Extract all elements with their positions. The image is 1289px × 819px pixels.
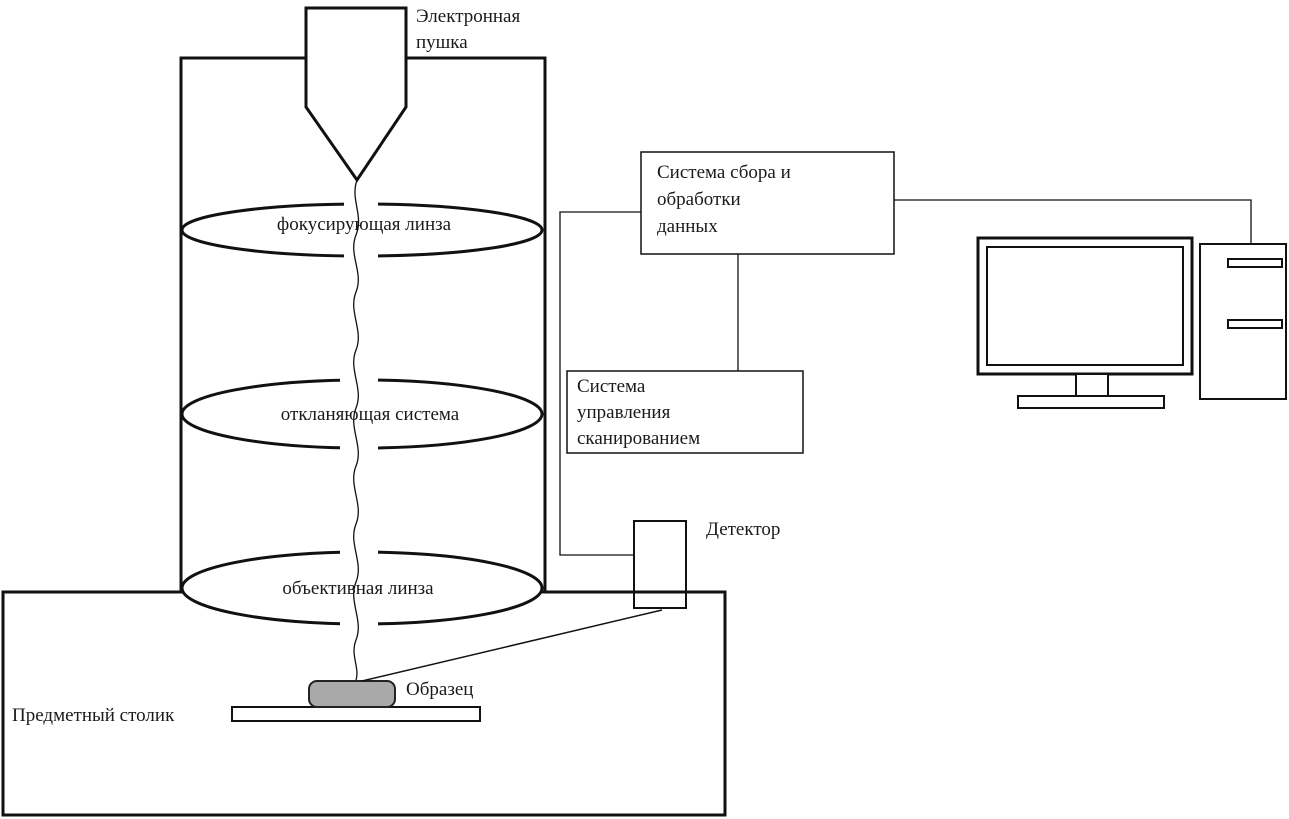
stage-label: Предметный столик [12, 705, 175, 726]
computer [976, 236, 1287, 409]
detector [633, 520, 687, 609]
pc-drive-bay-bottom [1227, 319, 1283, 329]
scan-control-label-line2: управления [577, 402, 671, 423]
deflecting-system-label: откланяющая система [281, 404, 460, 425]
pc-drive-bay-top [1227, 258, 1283, 268]
specimen-stage [231, 706, 481, 722]
data-acquisition-box [640, 151, 895, 255]
monitor-neck [1075, 373, 1109, 397]
scan-control-label-line1: Система [577, 376, 646, 397]
electron-gun [304, 6, 408, 183]
data-system-label-line2: обработки [657, 189, 741, 210]
scan-control-box [566, 370, 804, 454]
electron-gun-label-line2: пушка [416, 32, 468, 53]
focusing-lens-label: фокусирующая линза [277, 214, 452, 235]
detector-label: Детектор [706, 519, 780, 540]
data-computer-wire [894, 199, 1252, 244]
sample [308, 680, 396, 708]
objective-lens-label: объективная линза [282, 578, 434, 599]
monitor-screen [986, 246, 1184, 366]
data-system-label-line3: данных [657, 216, 718, 237]
signal-path [361, 609, 663, 682]
sample-label: Образец [406, 679, 473, 700]
electron-gun-label-line1: Электронная [416, 6, 520, 27]
monitor-base [1017, 395, 1165, 409]
electron-beam [353, 179, 360, 681]
detector-data-wire [559, 211, 641, 556]
scan-control-label-line3: сканированием [577, 428, 700, 449]
data-system-label-line1: Система сбора и [657, 162, 791, 183]
